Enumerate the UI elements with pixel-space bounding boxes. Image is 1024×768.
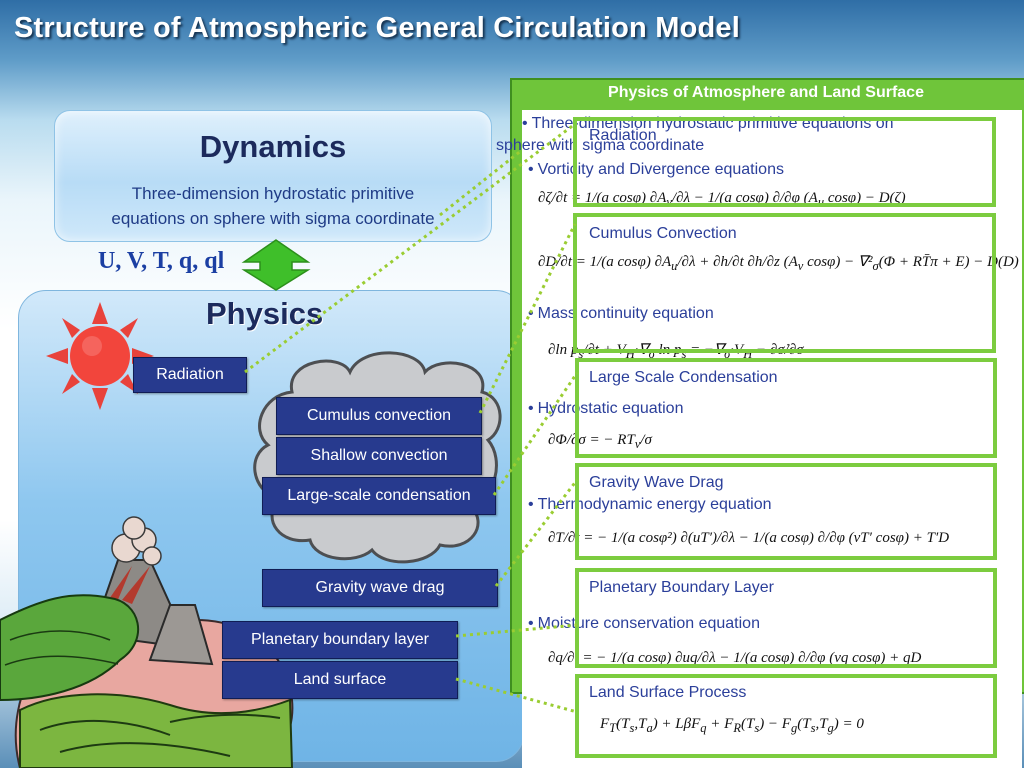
eq-vorticity-math: ∂ζ/∂t = 1/(a cosφ) ∂Av/∂λ − 1/(a cosφ) ∂… [538, 190, 906, 209]
eq-mass-label: Mass continuity equation [537, 305, 714, 322]
physics-item-label: Planetary boundary layer [251, 631, 429, 648]
physics-box-land [575, 674, 997, 758]
physics-box-radiation-label: Radiation [589, 127, 657, 144]
eq-moisture-math: ∂q/∂t = − 1/(a cosφ) ∂uq/∂λ − 1/(a cosφ)… [548, 650, 922, 666]
physics-item-label: Large-scale condensation [287, 487, 471, 504]
eq-vorticity-label: Vorticity and Divergence equations [537, 161, 784, 178]
eq-moisture-heading: •Moisture conservation equation [528, 615, 760, 632]
physics-item-radiation[interactable]: Radiation [133, 357, 247, 393]
physics-item-label: Gravity wave drag [315, 579, 445, 596]
physics-item-label: Radiation [156, 366, 224, 383]
equations-area [522, 110, 1022, 768]
physics-item-land-surface[interactable]: Land surface [222, 661, 458, 699]
eq-moisture-label: Moisture conservation equation [537, 615, 760, 632]
eq-land-math: FT(Ts,Ta) + LβFq + FR(Ts) − Fg(Ts,Tg) = … [600, 716, 864, 735]
physics-item-cumulus-convection[interactable]: Cumulus convection [276, 397, 482, 435]
physics-item-large-scale-condensation[interactable]: Large-scale condensation [262, 477, 496, 515]
physics-box-pbl-label: Planetary Boundary Layer [589, 579, 774, 596]
physics-item-planetary-boundary-layer[interactable]: Planetary boundary layer [222, 621, 458, 659]
physics-item-shallow-convection[interactable]: Shallow convection [276, 437, 482, 475]
physics-box-land-label: Land Surface Process [589, 684, 747, 701]
physics-item-label: Shallow convection [310, 447, 448, 464]
physics-box-cumulus-label: Cumulus Convection [589, 225, 737, 242]
physics-panel-header: Physics of Atmosphere and Land Surface [608, 84, 924, 101]
physics-item-label: Cumulus convection [306, 407, 452, 424]
physics-title: Physics [206, 296, 324, 331]
slide-title: Structure of Atmospheric General Circula… [14, 12, 740, 44]
physics-item-label: Land surface [293, 671, 387, 688]
sun-icon [46, 302, 154, 410]
physics-box-gravity-wave-label: Gravity Wave Drag [589, 474, 724, 491]
physics-box-large-scale-label: Large Scale Condensation [589, 369, 778, 386]
eq-thermo-label: Thermodynamic energy equation [537, 496, 772, 513]
physics-item-gravity-wave-drag[interactable]: Gravity wave drag [262, 569, 498, 607]
eq-thermo-math: ∂T/∂t = − 1/(a cosφ²) ∂(uT′)/∂λ − 1/(a c… [548, 530, 950, 546]
double-arrow-icon [241, 239, 311, 291]
physics-box-pbl [575, 568, 997, 668]
state-variables: U, V, T, q, ql [98, 248, 225, 274]
